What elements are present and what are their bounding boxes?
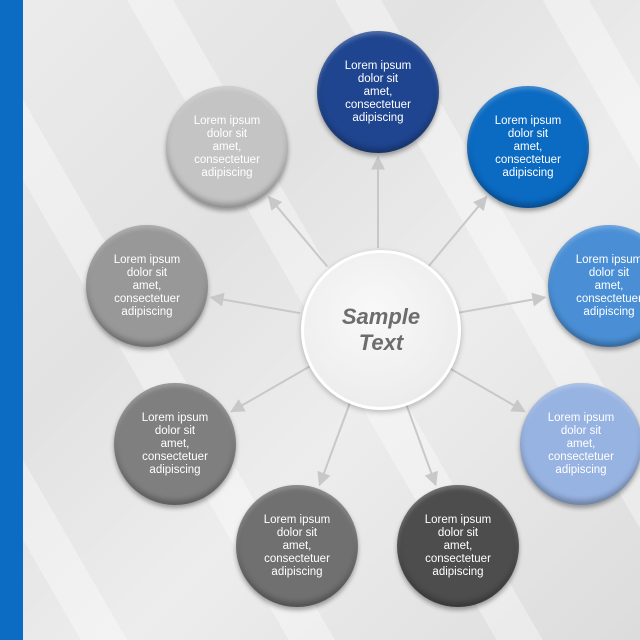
satellite-label: Lorem ipsum dolor sit amet, consectetuer…	[113, 253, 181, 318]
satellite-label: Lorem ipsum dolor sit amet, consectetuer…	[547, 411, 615, 476]
accent-side-bar	[0, 0, 23, 640]
satellite-circle-8: Lorem ipsum dolor sit amet, consectetuer…	[86, 225, 208, 347]
center-circle: Sample Text	[301, 250, 461, 410]
satellite-label: Lorem ipsum dolor sit amet, consectetuer…	[344, 59, 412, 124]
connector-arrow-2	[427, 195, 488, 267]
connector-arrow-4	[445, 365, 526, 413]
connector-arrow-7	[230, 365, 311, 413]
connector-arrow-8	[209, 292, 301, 315]
connector-arrow-6	[317, 400, 352, 487]
satellite-circle-4: Lorem ipsum dolor sit amet, consectetuer…	[520, 383, 640, 505]
satellite-label: Lorem ipsum dolor sit amet, consectetuer…	[494, 114, 562, 179]
satellite-label: Lorem ipsum dolor sit amet, consectetuer…	[141, 411, 209, 476]
center-label: Sample Text	[341, 304, 421, 355]
connector-arrow-9	[267, 195, 328, 268]
satellite-circle-2: Lorem ipsum dolor sit amet, consectetuer…	[467, 86, 589, 208]
satellite-label: Lorem ipsum dolor sit amet, consectetuer…	[263, 513, 331, 578]
satellite-label: Lorem ipsum dolor sit amet, consectetuer…	[575, 253, 640, 318]
satellite-circle-6: Lorem ipsum dolor sit amet, consectetuer…	[236, 485, 358, 607]
satellite-circle-7: Lorem ipsum dolor sit amet, consectetuer…	[114, 383, 236, 505]
satellite-label: Lorem ipsum dolor sit amet, consectetuer…	[424, 513, 492, 578]
connector-arrow-3	[455, 292, 547, 315]
satellite-label: Lorem ipsum dolor sit amet, consectetuer…	[193, 114, 261, 179]
connector-arrow-5	[404, 400, 438, 487]
satellite-circle-1: Lorem ipsum dolor sit amet, consectetuer…	[317, 31, 439, 153]
satellite-circle-9: Lorem ipsum dolor sit amet, consectetuer…	[166, 86, 288, 208]
satellite-circle-3: Lorem ipsum dolor sit amet, consectetuer…	[548, 225, 640, 347]
satellite-circle-5: Lorem ipsum dolor sit amet, consectetuer…	[397, 485, 519, 607]
